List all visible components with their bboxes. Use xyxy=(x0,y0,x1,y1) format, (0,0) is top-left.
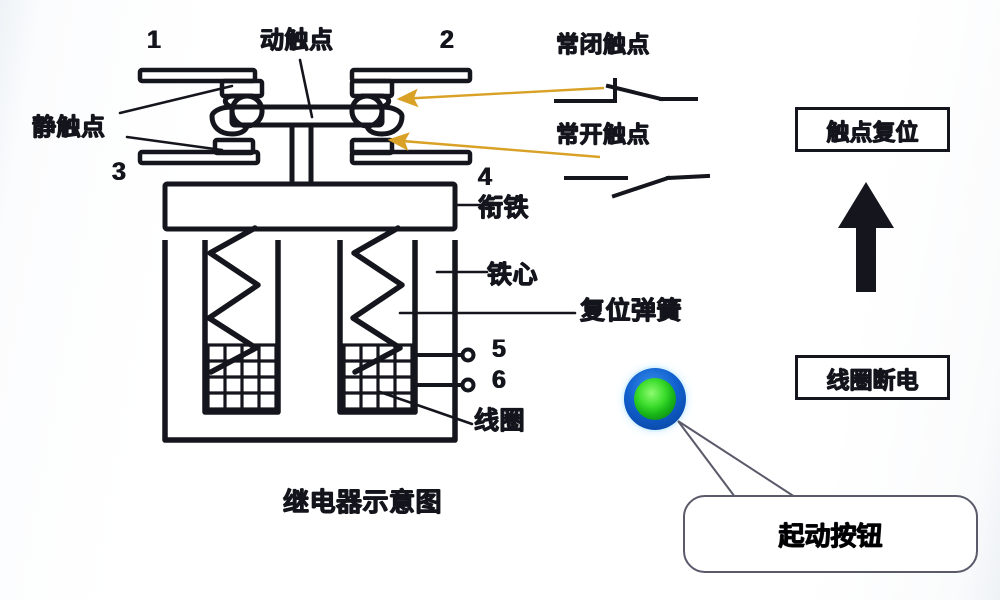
moving-contact-right-upper xyxy=(359,93,392,110)
label-coil: 线圈 xyxy=(474,406,526,435)
flow-arrow-group xyxy=(838,182,894,292)
label-number-5: 5 xyxy=(492,335,507,363)
leader-static-contact-upper xyxy=(118,84,234,115)
diagram-caption: 继电器示意图 xyxy=(283,488,443,518)
moving-contact-left-upper xyxy=(222,93,255,110)
callout-tail xyxy=(677,420,796,498)
return-spring-group xyxy=(206,225,405,375)
gold-pointer-arrows-group xyxy=(387,86,605,159)
core-right-limb xyxy=(337,240,418,415)
pushbutton-callout-label: 起动按钮 xyxy=(778,521,883,552)
label-moving-contact: 动触点 xyxy=(260,26,334,54)
coil-terminal-group xyxy=(412,347,476,393)
gold-arrow-nc xyxy=(396,86,605,108)
label-number-6: 6 xyxy=(492,366,507,394)
pushbutton-group xyxy=(622,366,688,432)
leader-lines-group xyxy=(118,58,577,426)
armature-bar xyxy=(162,181,458,232)
iron-core-frame-group xyxy=(162,240,458,443)
pushbutton-callout: 起动按钮 xyxy=(683,495,978,573)
leader-moving-contact xyxy=(298,58,314,119)
coil-winding-left-group xyxy=(206,343,278,411)
symbol-normally-closed-group xyxy=(554,78,698,103)
label-number-1: 1 xyxy=(147,26,162,54)
contact-oval-left xyxy=(229,93,265,129)
symbol-normally-open-group xyxy=(564,173,711,199)
static-contact-bar-3 xyxy=(137,149,261,166)
contact-oval-right xyxy=(349,93,385,129)
state-box-contact-reset: 触点复位 xyxy=(795,107,950,152)
label-armature: 衔铁 xyxy=(478,193,530,222)
core-left-limb xyxy=(202,240,281,415)
moving-contact-left-yoke xyxy=(209,104,250,137)
no-right-lead xyxy=(665,173,711,181)
pushbutton-callout-leader-group xyxy=(677,420,796,498)
static-contact-bar-4 xyxy=(349,149,473,166)
label-number-4: 4 xyxy=(478,163,493,191)
push-rod-group xyxy=(289,125,314,184)
static-contact-pad-3 xyxy=(212,137,256,156)
armature-group xyxy=(162,181,458,232)
moving-contact-right-yoke xyxy=(364,104,405,137)
coil-terminal-node-5 xyxy=(460,347,476,363)
leader-coil xyxy=(378,390,474,426)
gold-arrow-no xyxy=(387,132,601,159)
return-spring-right xyxy=(350,225,405,375)
return-spring-left xyxy=(206,225,261,375)
pushbutton-lens[interactable] xyxy=(634,378,676,420)
label-normally-closed-contact: 常闭触点 xyxy=(556,32,650,58)
label-normally-open-contact: 常开触点 xyxy=(556,122,650,148)
label-return-spring: 复位弹簧 xyxy=(580,296,683,325)
no-blade xyxy=(611,175,671,199)
label-iron-core: 铁心 xyxy=(487,260,539,289)
static-contact-bar-2 xyxy=(349,67,473,84)
state-box-coil-deenergized: 线圈断电 xyxy=(795,355,950,400)
label-number-2: 2 xyxy=(440,26,455,54)
state-box-coil-deenergized-label: 线圈断电 xyxy=(826,367,919,394)
static-contact-pad-4 xyxy=(349,137,395,156)
nc-blade xyxy=(605,83,664,102)
moving-contact-bridge-group xyxy=(209,93,405,137)
coil-terminal-node-6 xyxy=(460,377,476,393)
state-box-contact-reset-label: 触点复位 xyxy=(826,119,919,146)
core-outer-frame xyxy=(162,240,458,443)
label-static-contact: 静触点 xyxy=(32,113,106,141)
label-number-3: 3 xyxy=(112,158,127,186)
static-contact-bar-1 xyxy=(137,67,258,84)
flow-arrow-up-icon xyxy=(838,182,894,292)
leader-static-contact-lower xyxy=(125,135,224,152)
